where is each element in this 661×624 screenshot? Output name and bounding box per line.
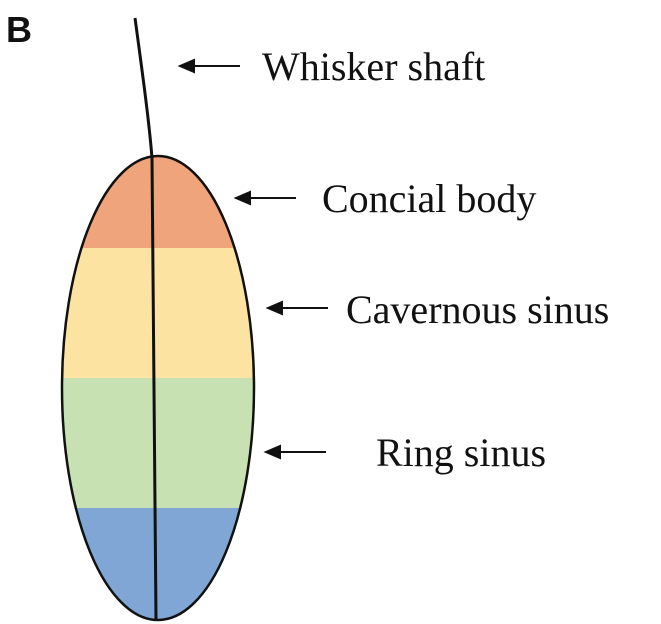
label-cavernous-sinus: Cavernous sinus	[346, 287, 609, 332]
label-whisker-shaft: Whisker shaft	[262, 44, 485, 89]
cavernous-sinus-region	[50, 248, 270, 378]
bottom-region	[50, 508, 270, 624]
ring-sinus-region	[50, 378, 270, 508]
label-ring-sinus: Ring sinus	[376, 430, 546, 475]
label-concial-body: Concial body	[322, 176, 536, 221]
arrow-whisker-shaft	[180, 60, 240, 72]
follicle-regions	[50, 150, 270, 624]
arrow-cavernous-sinus	[268, 302, 328, 314]
arrow-ring-sinus	[266, 446, 326, 458]
panel-label: B	[6, 9, 32, 50]
arrow-concial-body	[236, 192, 296, 204]
